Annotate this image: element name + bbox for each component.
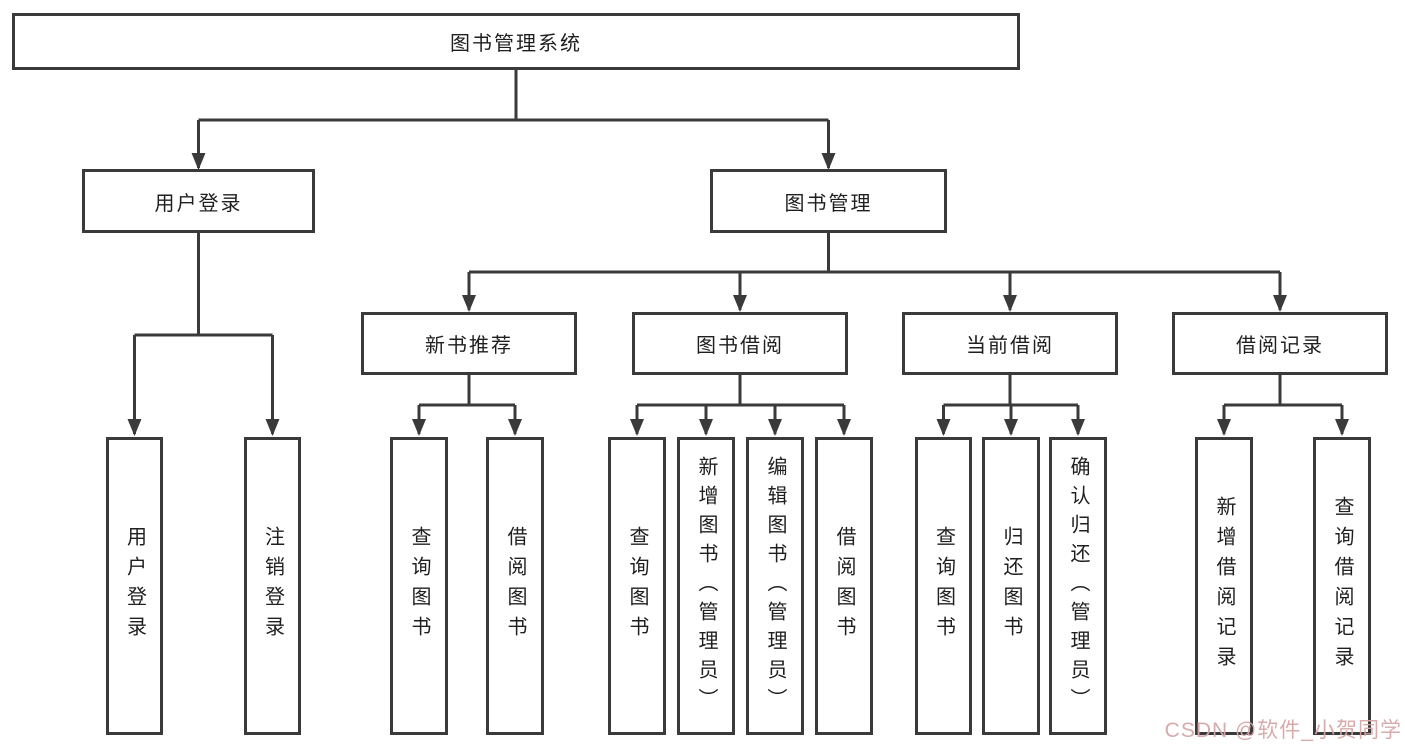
leaf-user-login: 用户登录 xyxy=(106,437,163,735)
leaf-bb-borrow-books: 借阅图书 xyxy=(815,437,873,735)
leaf-bb-query-books: 查询图书 xyxy=(608,437,666,735)
node-book-borrowing: 图书借阅 xyxy=(632,312,848,375)
leaf-nbr-query-books: 查询图书 xyxy=(390,437,448,735)
leaf-nbr-borrow-books: 借阅图书 xyxy=(486,437,544,735)
leaf-br-add-record: 新增借阅记录 xyxy=(1195,437,1253,735)
leaf-bb-edit-books-admin: 编辑图书（管理员） xyxy=(746,437,804,735)
node-book-management-system: 图书管理系统 xyxy=(12,13,1020,70)
node-book-management: 图书管理 xyxy=(710,169,947,233)
node-current-borrowing: 当前借阅 xyxy=(902,312,1118,375)
leaf-logout: 注销登录 xyxy=(244,437,301,735)
leaf-cb-query-books: 查询图书 xyxy=(915,437,972,735)
node-new-book-recommend: 新书推荐 xyxy=(361,312,577,375)
leaf-cb-confirm-return-admin: 确认归还（管理员） xyxy=(1049,437,1107,735)
leaf-br-query-record: 查询借阅记录 xyxy=(1313,437,1371,735)
node-user-login: 用户登录 xyxy=(82,169,315,233)
node-borrow-records: 借阅记录 xyxy=(1172,312,1388,375)
csdn-watermark: CSDN @软件_小贺同学 xyxy=(1164,719,1402,742)
leaf-cb-return-books: 归还图书 xyxy=(982,437,1040,735)
leaf-bb-add-books-admin: 新增图书（管理员） xyxy=(677,437,735,735)
